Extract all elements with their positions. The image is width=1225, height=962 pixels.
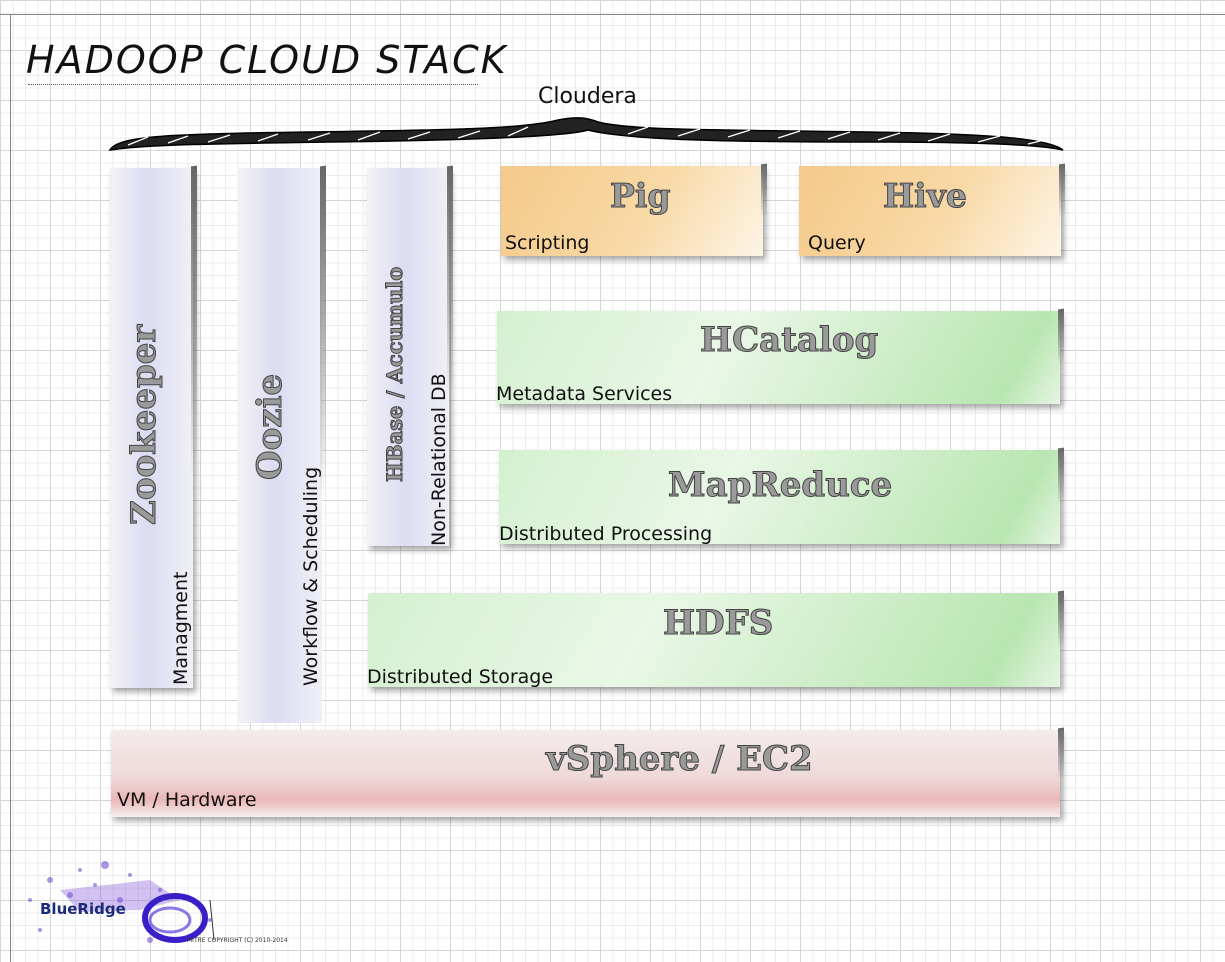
zookeeper-panel bbox=[110, 168, 193, 688]
hdfs-panel bbox=[368, 593, 1060, 687]
blueridge-logo bbox=[28, 861, 215, 943]
hcatalog-panel bbox=[497, 311, 1060, 404]
pig-title: Pig bbox=[609, 176, 671, 216]
hbase-role: Non-Relational DB bbox=[428, 373, 450, 546]
hbase-title: HBase / Accumulo bbox=[382, 266, 408, 482]
diagram-title: HADOOP CLOUD STACK bbox=[26, 38, 508, 82]
hive-panel bbox=[799, 166, 1061, 256]
hive-title: Hive bbox=[883, 176, 968, 216]
hcatalog-title: HCatalog bbox=[699, 320, 879, 361]
pig-role: Scripting bbox=[505, 232, 590, 254]
mapreduce-title: MapReduce bbox=[667, 465, 893, 506]
cloudera-brace bbox=[108, 117, 1064, 151]
frame-left-line bbox=[10, 14, 11, 962]
mapreduce-panel bbox=[499, 450, 1060, 544]
oozie-panel bbox=[238, 168, 322, 723]
zookeeper-role: Managment bbox=[170, 571, 192, 685]
hcatalog-role: Metadata Services bbox=[496, 383, 673, 405]
cloudera-label: Cloudera bbox=[538, 84, 637, 109]
hdfs-role: Distributed Storage bbox=[367, 666, 554, 688]
pig-panel bbox=[501, 166, 763, 256]
hbase-panel bbox=[367, 168, 449, 546]
frame-top-line bbox=[0, 14, 1225, 15]
hdfs-title: HDFS bbox=[662, 603, 774, 644]
oozie-title: Oozie bbox=[250, 373, 291, 480]
zookeeper-title: Zookeeper bbox=[124, 324, 165, 525]
blueridge-logo-text: BlueRidge bbox=[40, 900, 126, 918]
mapreduce-role: Distributed Processing bbox=[499, 523, 713, 545]
vsphere-title: vSphere / EC2 bbox=[546, 739, 814, 780]
vsphere-panel bbox=[111, 730, 1060, 817]
oozie-role: Workflow & Scheduling bbox=[300, 466, 322, 686]
hive-role: Query bbox=[808, 232, 866, 254]
title-underline bbox=[28, 84, 478, 85]
copyright-notice: MITRE COPYRIGHT (C) 2010-2014 bbox=[187, 937, 288, 944]
vsphere-role: VM / Hardware bbox=[117, 789, 257, 811]
